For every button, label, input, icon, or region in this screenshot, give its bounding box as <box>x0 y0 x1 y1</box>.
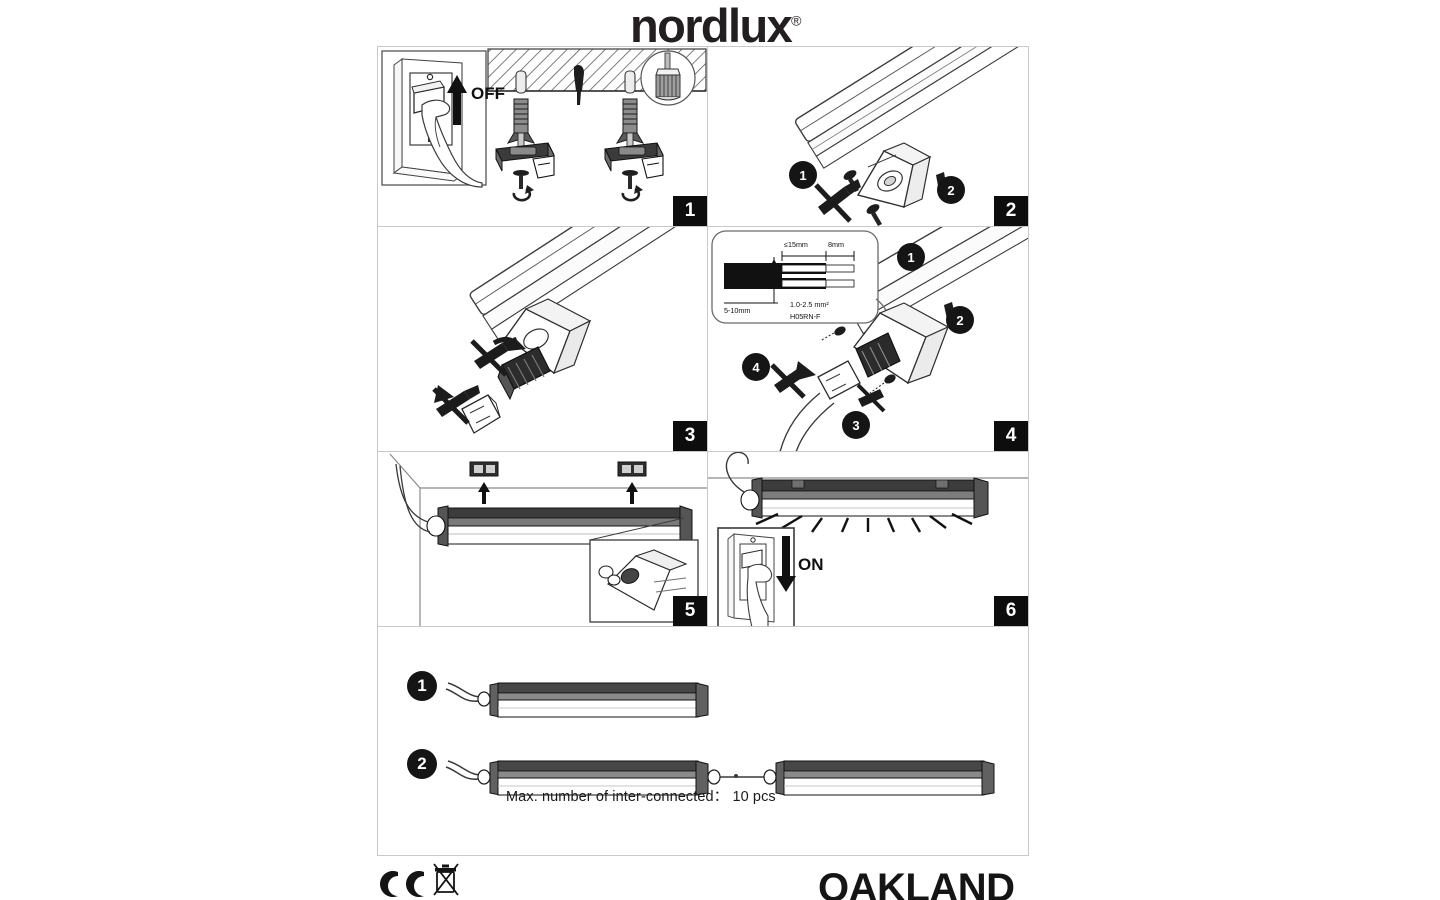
terminal-screws <box>819 326 896 394</box>
interconnect-config-1 <box>445 682 709 718</box>
ce-mark-icon <box>380 871 424 897</box>
substep-marker-1: 1 <box>897 243 925 271</box>
cable-gland-body <box>461 394 501 434</box>
step-panel-2: 1 2 2 <box>708 47 1028 227</box>
drill-hole-marker <box>574 65 584 105</box>
step-badge-3: 3 <box>673 421 707 451</box>
switch-off-indicator: OFF <box>447 75 505 125</box>
registered-trademark-icon: ® <box>791 12 802 29</box>
interconnect-section: 1 2 <box>378 627 1028 855</box>
substep-1-number: 1 <box>907 250 914 265</box>
step-badge-2: 2 <box>994 196 1028 226</box>
brand-logo: nordlux® <box>630 0 801 53</box>
substep-4-number: 4 <box>752 360 760 375</box>
interconnect-note: Max. number of inter-connected： 10 pcs <box>506 789 776 805</box>
fixing-screw-right <box>621 170 643 202</box>
mounting-clip-left <box>495 142 555 179</box>
interconnect-config-2 <box>445 760 995 796</box>
step-panel-3: 3 <box>378 227 708 452</box>
weee-crossed-bin-icon <box>433 863 459 896</box>
switch-on-label: ON <box>798 555 824 574</box>
screwdriver-prohibited-icon-upper <box>470 337 526 377</box>
wire-len-max-label: ≤15mm <box>784 240 808 249</box>
substep-3-number: 3 <box>852 418 859 433</box>
step-badge-1: 1 <box>673 196 707 226</box>
step-panel-5: 5 <box>378 452 708 627</box>
wall-anchor-right <box>615 70 645 148</box>
fixture-body <box>725 452 989 519</box>
fixture-body-angled <box>794 47 1020 169</box>
substep-1-number: 1 <box>799 168 806 183</box>
substep-marker-2: 2 <box>936 172 965 204</box>
cable-gland-and-cable <box>779 360 861 451</box>
insert-arrow-a <box>478 482 490 504</box>
ceiling-wall-lines <box>389 453 707 626</box>
substep-marker-4: 4 <box>742 353 816 399</box>
config-number-1: 1 <box>407 671 437 701</box>
switch-off-label: OFF <box>471 84 505 103</box>
light-rays <box>755 512 973 533</box>
substep-marker-2: 2 <box>944 302 974 334</box>
insert-arrow-b <box>626 482 638 504</box>
fixture-endcap <box>505 298 592 375</box>
mounting-clip-b <box>617 461 647 477</box>
cable-type-label: H05RN-F <box>790 312 821 321</box>
brand-name: nordlux <box>630 0 793 52</box>
fixture-endcap <box>856 142 932 209</box>
config-number-2: 2 <box>407 749 437 779</box>
wall-anchor-left <box>506 70 536 148</box>
substep-marker-3: 3 <box>842 383 886 439</box>
endcap-screws <box>843 170 882 226</box>
light-switch-inset: ON <box>717 527 824 626</box>
light-switch-inset <box>381 50 487 188</box>
mounting-clip-right <box>604 142 664 179</box>
step-badge-4: 4 <box>994 421 1028 451</box>
fixture-body <box>395 463 693 547</box>
step-panel-4: ≤15mm 8mm 5-10mm 1.0-2.5 mm² H05RN-F <box>708 227 1028 452</box>
step-panel-1: OFF <box>378 47 708 227</box>
drill-bit-inset <box>640 50 696 106</box>
screwdriver-prohibited-icon <box>814 179 861 223</box>
instruction-frame: OFF <box>377 46 1029 856</box>
fixing-screw-left <box>512 170 534 202</box>
step-panel-6: ON 6 <box>708 452 1028 627</box>
steps-grid: OFF <box>378 47 1028 627</box>
cross-section-label: 1.0-2.5 mm² <box>790 300 829 309</box>
wire-strip-label: 8mm <box>828 240 844 249</box>
product-model-name: OAKLAND <box>818 866 1015 900</box>
step-badge-5: 5 <box>673 596 707 626</box>
substep-marker-1: 1 <box>789 161 817 189</box>
substep-2-number: 2 <box>956 313 963 328</box>
substep-2-number: 2 <box>947 183 954 198</box>
screwdriver-prohibited-icon-lower <box>432 385 480 425</box>
mounting-clip-a <box>469 461 499 477</box>
step-badge-6: 6 <box>994 596 1028 626</box>
terminal-block <box>855 332 901 378</box>
sheath-strip-label: 5-10mm <box>724 306 750 315</box>
wire-strip-callout: ≤15mm 8mm 5-10mm 1.0-2.5 mm² H05RN-F <box>711 230 889 330</box>
